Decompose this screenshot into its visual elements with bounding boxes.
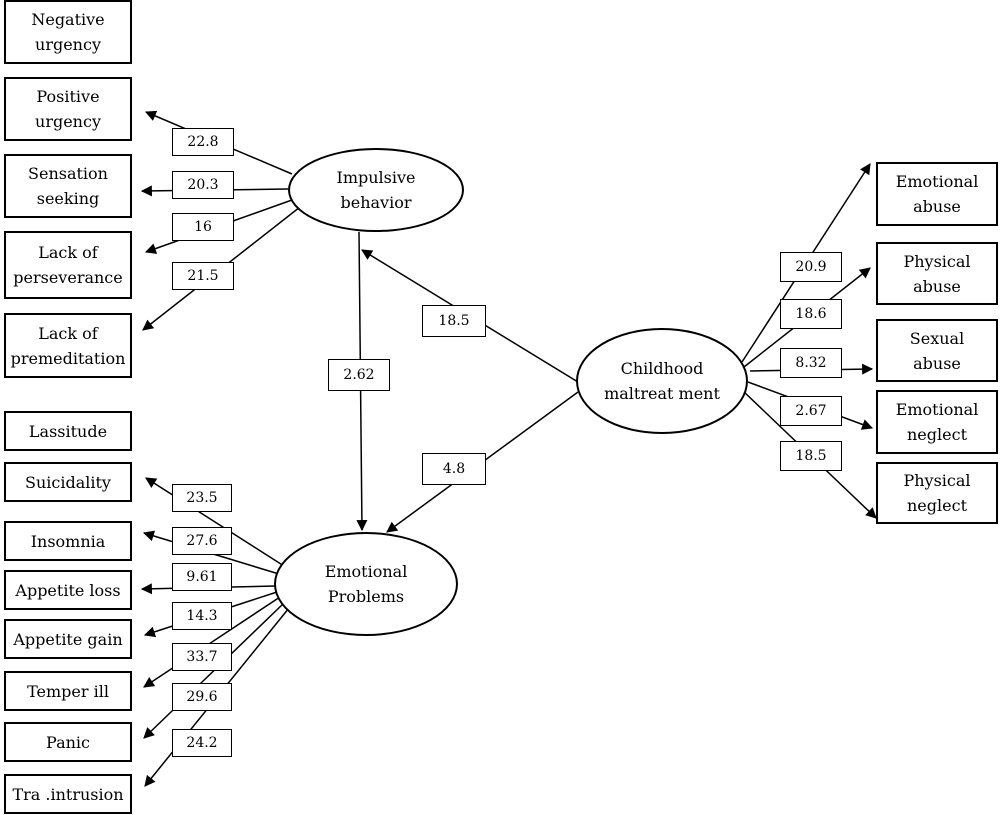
loading-label: 18.5 xyxy=(780,441,842,471)
indicator-physical-abuse: Physical abuse xyxy=(876,242,998,305)
path-label-maltreatment-impulsive: 18.5 xyxy=(422,305,486,337)
indicator-physical-neglect: Physical neglect xyxy=(876,462,998,524)
loading-label: 21.5 xyxy=(172,262,234,290)
loading-label: 24.2 xyxy=(172,729,232,757)
indicator-sexual-abuse: Sexual abuse xyxy=(876,319,998,382)
loading-label: 8.32 xyxy=(780,348,842,378)
indicator-appetite-loss: Appetite loss xyxy=(4,570,132,610)
latent-emotional-problems: Emotional Problems xyxy=(274,532,458,636)
loading-label: 33.7 xyxy=(172,643,232,671)
loading-label: 18.6 xyxy=(780,299,842,329)
loading-label: 27.6 xyxy=(172,527,232,555)
indicator-lack-of-perseverance: Lack of perseverance xyxy=(4,231,132,299)
indicator-emotional-neglect: Emotional neglect xyxy=(876,390,998,454)
loading-label: 20.9 xyxy=(780,252,842,282)
loading-label: 9.61 xyxy=(172,563,232,591)
latent-impulsive-behavior: Impulsive behavior xyxy=(288,148,464,232)
indicator-negative-urgency: Negative urgency xyxy=(4,0,132,64)
loading-label: 20.3 xyxy=(172,171,234,199)
indicator-emotional-abuse: Emotional abuse xyxy=(876,162,998,226)
loading-label: 16 xyxy=(172,213,234,241)
indicator-temper-ill: Temper ill xyxy=(4,671,132,711)
loading-label: 22.8 xyxy=(172,128,234,156)
indicator-sensation-seeking: Sensation seeking xyxy=(4,154,132,218)
path-label-maltreatment-emotional: 4.8 xyxy=(422,453,486,485)
loading-label: 23.5 xyxy=(172,484,232,512)
latent-childhood-maltreatment: Childhood maltreat ment xyxy=(576,328,748,434)
indicator-positive-urgency: Positive urgency xyxy=(4,77,132,141)
indicator-insomnia: Insomnia xyxy=(4,521,132,561)
path-label-impulsive-emotional: 2.62 xyxy=(328,359,390,391)
indicator-panic: Panic xyxy=(4,722,132,762)
loading-label: 29.6 xyxy=(172,683,232,711)
indicator-lack-of-premeditation: Lack of premeditation xyxy=(4,313,132,378)
indicator-tra-intrusion: Tra .intrusion xyxy=(4,774,132,814)
loading-label: 14.3 xyxy=(172,602,232,630)
arrow-emotional-suicidality xyxy=(145,477,285,567)
indicator-suicidality: Suicidality xyxy=(4,462,132,502)
indicator-lassitude: Lassitude xyxy=(4,411,132,451)
arrow-emotional-temper-ill xyxy=(143,596,281,688)
indicator-appetite-gain: Appetite gain xyxy=(4,619,132,659)
loading-label: 2.67 xyxy=(780,396,842,426)
